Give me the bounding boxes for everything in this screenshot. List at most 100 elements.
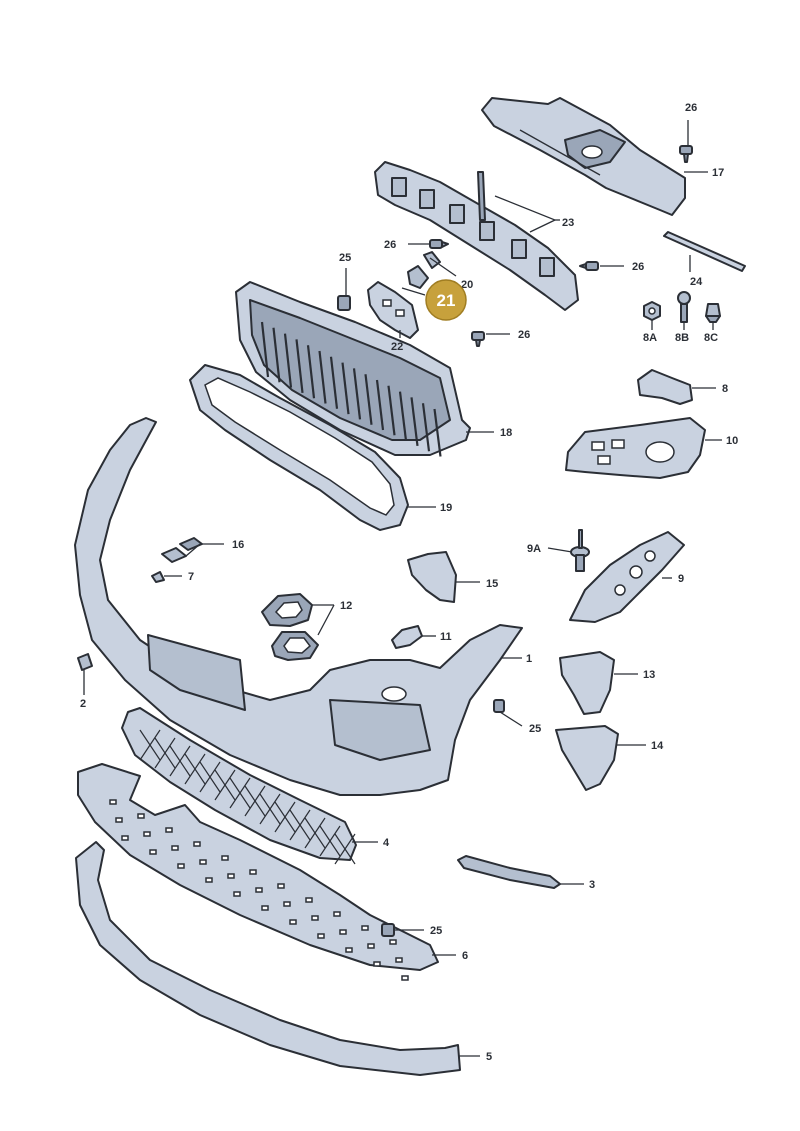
panel-hole xyxy=(121,835,129,841)
panel-hole xyxy=(373,961,381,967)
callout-25-top[interactable]: 25 xyxy=(339,252,351,264)
callout-19[interactable]: 19 xyxy=(440,502,452,514)
callout-3[interactable]: 3 xyxy=(589,879,595,891)
screw-26-top[interactable] xyxy=(679,145,693,163)
part-8c-clip[interactable] xyxy=(705,303,721,323)
part-25-clip-a[interactable] xyxy=(337,295,351,311)
grille-slat xyxy=(260,321,270,378)
callout-9a[interactable]: 9A xyxy=(527,543,541,555)
callout-25-right[interactable]: 25 xyxy=(529,723,541,735)
part-11-cap[interactable] xyxy=(391,625,423,649)
callout-labels: 26 17 23 26 26 24 25 20 22 26 8A 8B 8C 8… xyxy=(80,102,738,1063)
callout-13[interactable]: 13 xyxy=(643,669,655,681)
callout-10[interactable]: 10 xyxy=(726,435,738,447)
callout-8b[interactable]: 8B xyxy=(675,332,689,344)
grille-slat xyxy=(318,350,327,404)
panel-hole xyxy=(289,919,297,925)
callout-8[interactable]: 8 xyxy=(722,383,728,395)
callout-20[interactable]: 20 xyxy=(461,279,473,291)
part-8b-screw[interactable] xyxy=(677,291,691,323)
grille-slat xyxy=(398,391,408,441)
callout-26-right[interactable]: 26 xyxy=(632,261,644,273)
part-10-side-frame[interactable] xyxy=(565,417,706,479)
part-8-bracket[interactable] xyxy=(637,369,693,405)
callout-24[interactable]: 24 xyxy=(690,276,703,288)
callout-4[interactable]: 4 xyxy=(383,837,390,849)
grille-slat xyxy=(283,333,293,388)
part-13-deflector[interactable] xyxy=(559,651,615,715)
part-7-clip[interactable] xyxy=(151,571,165,583)
part-2-clip[interactable] xyxy=(77,653,93,671)
callout-18[interactable]: 18 xyxy=(500,427,512,439)
panel-hole xyxy=(143,831,151,837)
part-4-lower-grille[interactable] xyxy=(121,707,357,865)
panel-hole xyxy=(177,863,185,869)
part-15-air-guide[interactable] xyxy=(407,551,457,603)
panel-hole xyxy=(221,855,229,861)
callout-15[interactable]: 15 xyxy=(486,578,498,590)
panel-hole xyxy=(109,799,117,805)
callout-26-left[interactable]: 26 xyxy=(384,239,396,251)
leader-lines xyxy=(83,120,722,1057)
callout-16[interactable]: 16 xyxy=(232,539,244,551)
part-8a-nut[interactable] xyxy=(643,301,661,321)
part-25-clip-b[interactable] xyxy=(493,699,505,713)
callout-12[interactable]: 12 xyxy=(340,600,352,612)
part-25-clip-c[interactable] xyxy=(381,923,395,937)
part-14-deflector[interactable] xyxy=(555,725,619,791)
mesh-line xyxy=(319,825,341,857)
callout-23[interactable]: 23 xyxy=(562,217,574,229)
callout-26-top[interactable]: 26 xyxy=(685,102,697,114)
panel-hole xyxy=(233,891,241,897)
callout-8c[interactable]: 8C xyxy=(704,332,718,344)
part-5-spoiler-lip[interactable] xyxy=(75,841,461,1076)
callout-8a[interactable]: 8A xyxy=(643,332,657,344)
callout-5[interactable]: 5 xyxy=(486,1051,492,1063)
part-23-carrier[interactable] xyxy=(374,161,579,311)
screw-26-right[interactable] xyxy=(579,261,599,271)
mesh-line xyxy=(229,777,251,809)
grille-slat xyxy=(421,403,431,452)
mesh-line xyxy=(244,785,266,817)
part-18-grille[interactable] xyxy=(235,281,471,457)
callout-14[interactable]: 14 xyxy=(651,740,664,752)
mesh-line xyxy=(184,753,206,785)
callout-25-bottom[interactable]: 25 xyxy=(430,925,442,937)
mesh-line xyxy=(154,737,176,769)
callout-22[interactable]: 22 xyxy=(391,341,403,353)
screw-26-bottom[interactable] xyxy=(471,331,485,347)
part-9a-rivet[interactable] xyxy=(570,529,590,572)
part-9-bracket[interactable] xyxy=(569,531,685,623)
callout-9[interactable]: 9 xyxy=(678,573,684,585)
callout-1[interactable]: 1 xyxy=(526,653,532,665)
callout-2[interactable]: 2 xyxy=(80,698,86,710)
callout-11[interactable]: 11 xyxy=(440,631,452,643)
screw-26-left[interactable] xyxy=(429,239,449,249)
part-20-clip[interactable] xyxy=(407,265,429,289)
grille-slat xyxy=(410,397,419,447)
callout-6[interactable]: 6 xyxy=(462,950,468,962)
mesh-line xyxy=(274,801,296,833)
part-1-bumper-cover[interactable] xyxy=(74,417,523,796)
part-16-clip-b[interactable] xyxy=(161,547,187,563)
part-16-clip-a[interactable] xyxy=(179,537,203,551)
panel-hole xyxy=(311,915,319,921)
panel-hole xyxy=(317,933,325,939)
part-3-trim-strip[interactable] xyxy=(457,855,561,889)
part-24-strip[interactable] xyxy=(663,231,746,272)
part-12-ring-upper[interactable] xyxy=(261,593,313,627)
panel-hole xyxy=(255,887,263,893)
panel-hole xyxy=(361,925,369,931)
panel-hole xyxy=(401,975,409,981)
part-22-bracket[interactable] xyxy=(367,281,419,339)
mesh-line xyxy=(139,729,161,761)
callout-7[interactable]: 7 xyxy=(188,571,194,583)
highlight-callout-21[interactable]: 21 xyxy=(425,279,467,321)
mesh-line xyxy=(259,793,281,825)
panel-hole xyxy=(171,845,179,851)
callout-26-bottom[interactable]: 26 xyxy=(518,329,530,341)
part-19-grille-frame[interactable] xyxy=(189,364,409,531)
callout-17[interactable]: 17 xyxy=(712,167,724,179)
part-12-ring-lower[interactable] xyxy=(271,631,319,661)
part-17-upper-cover[interactable] xyxy=(481,97,686,216)
